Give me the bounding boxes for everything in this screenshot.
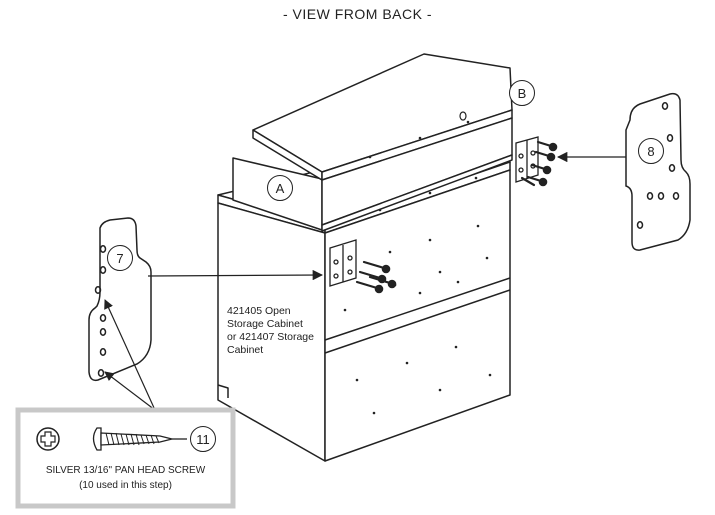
arrow-bracket-7	[147, 269, 324, 281]
arrow-screw-to-hole-2	[104, 371, 156, 411]
screw-side-view-icon	[92, 427, 173, 451]
lower-cabinet	[217, 149, 511, 462]
upper-panel-a	[232, 53, 513, 232]
cabinet-label: 421405 Open Storage Cabinet or 421407 St…	[227, 305, 337, 357]
arrow-screw-to-hole-1	[104, 299, 156, 411]
pilot-holes	[343, 120, 492, 415]
cabinet-label-line-1: 421405 Open	[227, 305, 291, 317]
center-joint-bracket	[329, 239, 357, 287]
cabinet-label-line-4: Cabinet	[227, 344, 264, 356]
bracket-7-part	[88, 217, 152, 382]
side-screws	[520, 140, 558, 187]
side-joint-bracket	[515, 136, 539, 183]
bracket-8-part	[625, 92, 691, 251]
callout-a: A	[267, 175, 293, 201]
screw-quantity: (10 used in this step)	[79, 480, 172, 491]
callout-8: 8	[638, 138, 664, 164]
screw-name: SILVER 13/16" PAN HEAD SCREW	[45, 465, 206, 476]
callout-b: B	[509, 80, 535, 106]
view-title: - VIEW FROM BACK -	[283, 6, 432, 22]
cabinet-label-line-2: Storage Cabinet	[227, 318, 303, 330]
cabinet-label-line-3: or 421407 Storage	[227, 331, 314, 343]
cam-hole	[459, 111, 467, 121]
center-screws	[355, 260, 397, 294]
hardware-box	[15, 407, 236, 509]
callout-11: 11	[190, 426, 216, 452]
callout-7: 7	[107, 245, 133, 271]
